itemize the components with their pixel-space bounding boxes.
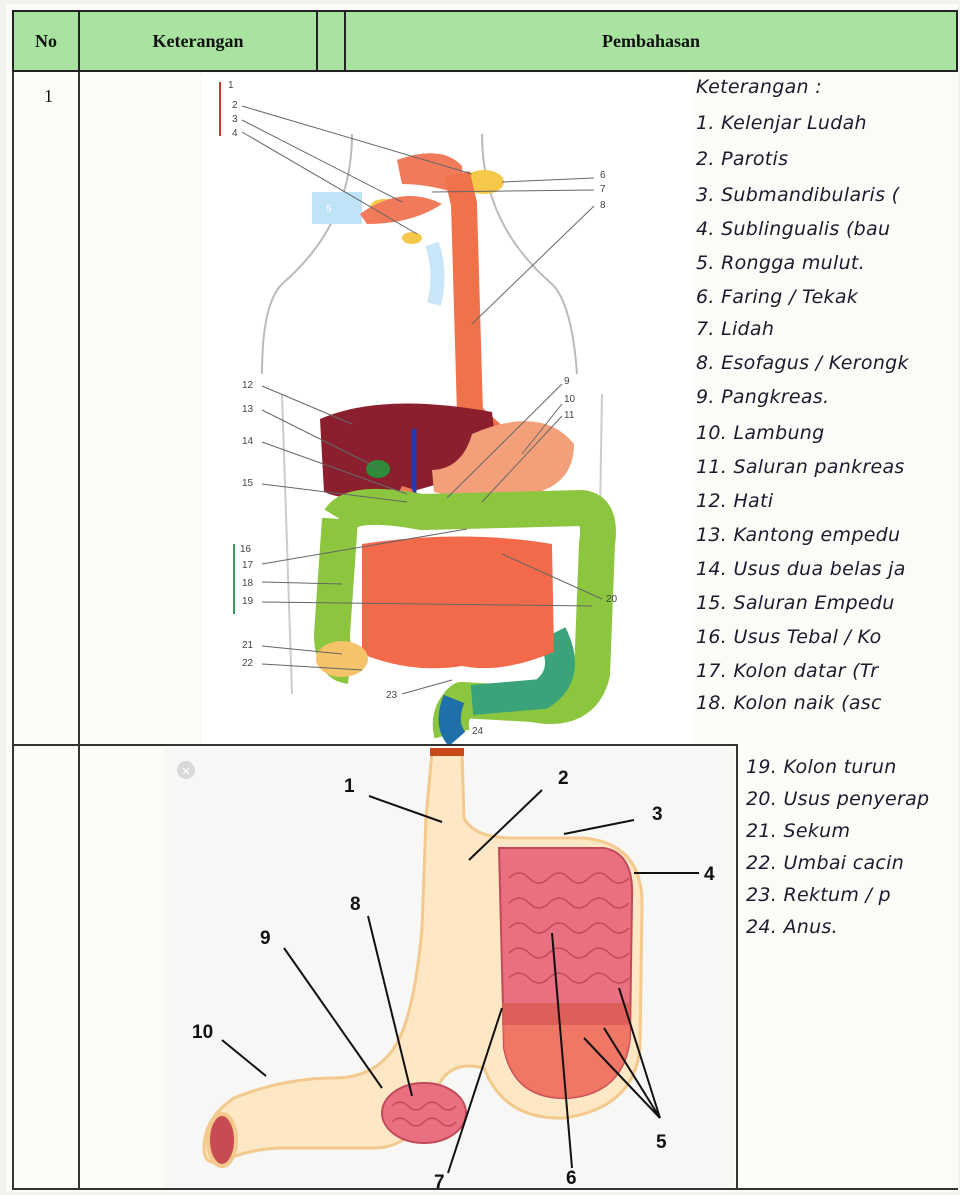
diagram-label-22: 22 xyxy=(242,658,254,669)
note-item: 18. Kolon naik (asc xyxy=(696,692,882,714)
note-item: 7. Lidah xyxy=(696,318,774,340)
diagram-label-9: 9 xyxy=(564,376,570,387)
diagram-label-4: 4 xyxy=(232,128,238,139)
svg-text:×: × xyxy=(181,764,191,778)
stomach-label-2: 2 xyxy=(558,768,569,789)
note-item: 4. Sublingualis (bau xyxy=(696,218,890,240)
diagram-label-3: 3 xyxy=(232,114,238,125)
diagram-label-17: 17 xyxy=(242,560,254,571)
digestive-system-figure: 1 2 3 4 5 6 7 8 9 10 11 12 13 14 15 16 1… xyxy=(202,74,692,744)
diagram-label-1: 1 xyxy=(228,80,234,91)
diagram-label-8: 8 xyxy=(600,200,606,211)
diagram-label-23: 23 xyxy=(386,690,398,701)
diagram-label-5: 5 xyxy=(326,204,332,215)
notes-title: Keterangan : xyxy=(696,76,822,98)
diagram-label-16: 16 xyxy=(240,544,252,555)
table-left-border xyxy=(12,72,14,1190)
stomach-figure: × xyxy=(164,748,734,1188)
note-item: 17. Kolon datar (Tr xyxy=(696,660,878,682)
diagram-label-21: 21 xyxy=(242,640,254,651)
note-item: 16. Usus Tebal / Ko xyxy=(696,626,882,648)
diagram-label-11: 11 xyxy=(564,410,575,421)
header-spacer xyxy=(316,10,346,72)
note-item: 8. Esofagus / Kerongk xyxy=(696,352,909,374)
note-item: 22. Umbai cacin xyxy=(746,852,904,874)
stomach-label-9: 9 xyxy=(260,928,271,949)
diagram-label-7: 7 xyxy=(600,184,606,195)
diagram-label-18: 18 xyxy=(242,578,254,589)
diagram-label-12: 12 xyxy=(242,380,254,391)
header-pembahasan: Pembahasan xyxy=(344,10,958,72)
diagram-label-24: 24 xyxy=(472,726,484,737)
diagram-label-19: 19 xyxy=(242,596,254,607)
diagram-label-2: 2 xyxy=(232,100,238,111)
document-page: No Keterangan Pembahasan 1 xyxy=(6,4,958,1192)
stomach-label-4: 4 xyxy=(704,864,715,885)
header-no: No xyxy=(12,10,80,72)
stomach-label-7: 7 xyxy=(434,1172,445,1188)
diagram-label-15: 15 xyxy=(242,478,254,489)
note-item: 14. Usus dua belas ja xyxy=(696,558,906,580)
note-item: 24. Anus. xyxy=(746,916,838,938)
diagram-label-10: 10 xyxy=(564,394,576,405)
stomach-label-1: 1 xyxy=(344,776,355,797)
table-row-divider xyxy=(12,744,738,746)
note-item: 13. Kantong empedu xyxy=(696,524,900,546)
stomach-label-10: 10 xyxy=(192,1022,213,1043)
stomach-label-8: 8 xyxy=(350,894,361,915)
stomach-label-5: 5 xyxy=(656,1132,667,1153)
note-item: 9. Pangkreas. xyxy=(696,386,829,408)
header-keterangan: Keterangan xyxy=(78,10,318,72)
note-item: 6. Faring / Tekak xyxy=(696,286,858,308)
note-item: 20. Usus penyerap xyxy=(746,788,929,810)
stomach-label-3: 3 xyxy=(652,804,663,825)
note-item: 23. Rektum / p xyxy=(746,884,891,906)
note-item: 15. Saluran Empedu xyxy=(696,592,895,614)
note-item: 10. Lambung xyxy=(696,422,825,444)
row-number: 1 xyxy=(44,86,53,107)
table-col-divider-no xyxy=(78,72,80,1190)
diagram-label-20: 20 xyxy=(606,594,618,605)
diagram-label-6: 6 xyxy=(600,170,606,181)
note-item: 3. Submandibularis ( xyxy=(696,184,899,206)
note-item: 2. Parotis xyxy=(696,148,788,170)
note-item: 11. Saluran pankreas xyxy=(696,456,905,478)
note-item: 19. Kolon turun xyxy=(746,756,897,778)
note-item: 12. Hati xyxy=(696,490,773,512)
note-item: 5. Rongga mulut. xyxy=(696,252,865,274)
note-item: 21. Sekum xyxy=(746,820,850,842)
diagram-label-13: 13 xyxy=(242,404,254,415)
stomach-label-6: 6 xyxy=(566,1168,577,1188)
note-item: 1. Kelenjar Ludah xyxy=(696,112,867,134)
diagram-label-14: 14 xyxy=(242,436,254,447)
